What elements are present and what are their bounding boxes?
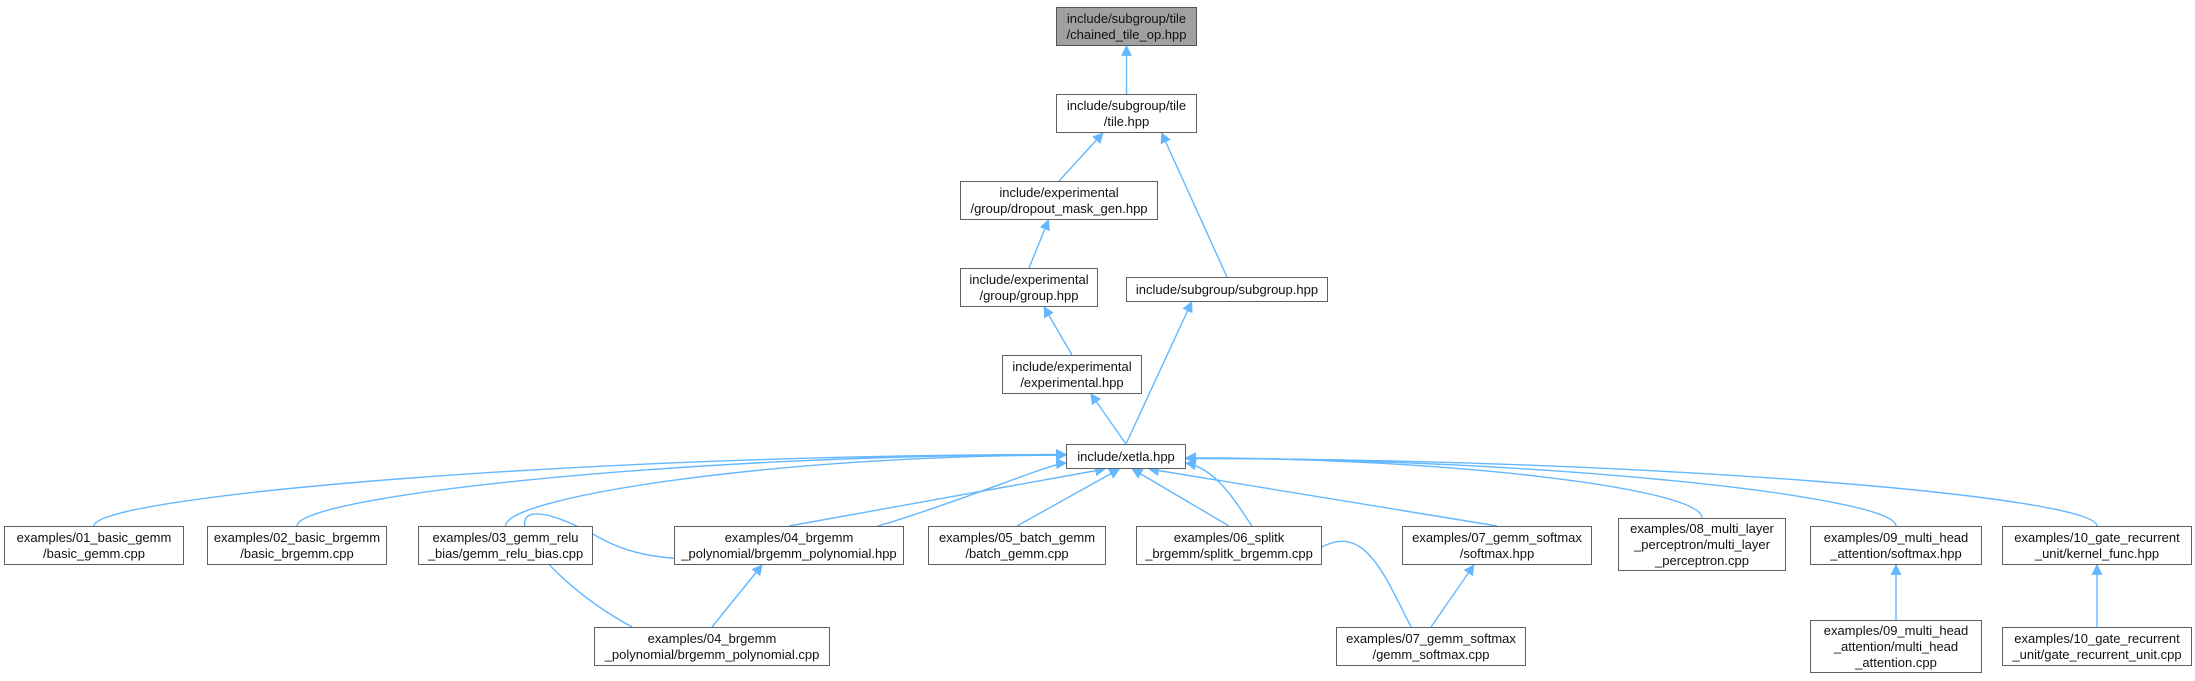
node-gemm-relu-bias[interactable]: examples/03_gemm_relu _bias/gemm_relu_bi… xyxy=(418,526,593,565)
node-label: examples/01_basic_gemm /basic_gemm.cpp xyxy=(16,529,172,561)
edge-ex04h-to-xetla xyxy=(788,465,1107,527)
node-gemm-softmax-cpp[interactable]: examples/07_gemm_softmax /gemm_softmax.c… xyxy=(1336,627,1526,666)
node-dropout-mask-gen[interactable]: include/experimental /group/dropout_mask… xyxy=(960,181,1158,220)
node-multi-head-attention-cpp[interactable]: examples/09_multi_head _attention/multi_… xyxy=(1810,620,1982,673)
node-basic-gemm[interactable]: examples/01_basic_gemm /basic_gemm.cpp xyxy=(4,526,184,565)
edge-ex02-to-xetla xyxy=(296,449,1068,527)
edge-ex05-to-xetla xyxy=(1016,468,1121,527)
node-xetla[interactable]: include/xetla.hpp xyxy=(1066,444,1186,469)
node-label: examples/07_gemm_softmax /softmax.hpp xyxy=(1412,529,1582,561)
node-label: examples/04_brgemm _polynomial/brgemm_po… xyxy=(681,529,897,561)
node-splitk-brgemm[interactable]: examples/06_splitk _brgemm/splitk_brgemm… xyxy=(1136,526,1322,565)
edge-dropout_mask_gen-to-tile xyxy=(1058,132,1104,182)
node-gate-recurrent-kernel-func[interactable]: examples/10_gate_recurrent _unit/kernel_… xyxy=(2002,526,2192,565)
node-label: include/xetla.hpp xyxy=(1077,448,1175,464)
node-label: include/experimental /group/group.hpp xyxy=(969,271,1089,303)
node-label: examples/09_multi_head _attention/softma… xyxy=(1823,529,1969,561)
node-label: include/experimental /group/dropout_mask… xyxy=(970,184,1148,216)
edge-ex10h-to-xetla xyxy=(1184,453,2098,527)
edge-group-to-dropout_mask_gen xyxy=(1028,218,1050,269)
node-label: examples/05_batch_gemm /batch_gemm.cpp xyxy=(938,529,1096,561)
edge-ex03-to-xetla xyxy=(504,449,1068,527)
node-label: examples/09_multi_head _attention/multi_… xyxy=(1823,622,1969,670)
node-brgemm-polynomial-cpp[interactable]: examples/04_brgemm _polynomial/brgemm_po… xyxy=(594,627,830,666)
node-label: examples/07_gemm_softmax /gemm_softmax.c… xyxy=(1346,630,1516,662)
node-group[interactable]: include/experimental /group/group.hpp xyxy=(960,268,1098,307)
node-batch-gemm[interactable]: examples/05_batch_gemm /batch_gemm.cpp xyxy=(928,526,1106,565)
node-label: examples/02_basic_brgemm /basic_brgemm.c… xyxy=(213,529,381,561)
edge-ex06-to-xetla xyxy=(1131,468,1230,527)
node-label: examples/04_brgemm _polynomial/brgemm_po… xyxy=(604,630,820,662)
edge-experimental-to-group xyxy=(1043,306,1073,356)
node-label: examples/10_gate_recurrent _unit/gate_re… xyxy=(2012,630,2182,662)
node-basic-brgemm[interactable]: examples/02_basic_brgemm /basic_brgemm.c… xyxy=(207,526,387,565)
node-label: examples/10_gate_recurrent _unit/kernel_… xyxy=(2014,529,2180,561)
node-experimental[interactable]: include/experimental /experimental.hpp xyxy=(1002,355,1142,394)
node-label: examples/08_multi_layer _perceptron/mult… xyxy=(1630,520,1774,568)
edge-ex01-to-xetla xyxy=(93,449,1068,527)
node-label: include/subgroup/subgroup.hpp xyxy=(1135,281,1319,297)
edge-ex07h-to-xetla xyxy=(1147,465,1498,527)
node-label: include/subgroup/tile /tile.hpp xyxy=(1066,97,1187,129)
node-label: include/subgroup/tile /chained_tile_op.h… xyxy=(1066,10,1187,42)
edge-ex07c-to-ex07h xyxy=(1430,564,1475,628)
node-multi-head-attention-softmax[interactable]: examples/09_multi_head _attention/softma… xyxy=(1810,526,1982,565)
edge-subgroup-to-tile xyxy=(1160,131,1228,278)
node-brgemm-polynomial-hpp[interactable]: examples/04_brgemm _polynomial/brgemm_po… xyxy=(674,526,904,565)
edge-xetla-to-experimental xyxy=(1090,393,1127,445)
edge-ex04c-to-ex04h xyxy=(711,564,763,628)
node-subgroup[interactable]: include/subgroup/subgroup.hpp xyxy=(1126,277,1328,302)
node-gate-recurrent-unit-cpp[interactable]: examples/10_gate_recurrent _unit/gate_re… xyxy=(2002,627,2192,666)
edge-xetla-to-subgroup xyxy=(1125,301,1193,445)
node-gemm-softmax-hpp[interactable]: examples/07_gemm_softmax /softmax.hpp xyxy=(1402,526,1592,565)
node-multi-layer-perceptron[interactable]: examples/08_multi_layer _perceptron/mult… xyxy=(1618,518,1786,571)
node-label: examples/06_splitk _brgemm/splitk_brgemm… xyxy=(1145,529,1313,561)
node-label: examples/03_gemm_relu _bias/gemm_relu_bi… xyxy=(427,529,584,561)
node-tile[interactable]: include/subgroup/tile /tile.hpp xyxy=(1056,94,1197,133)
node-label: include/experimental /experimental.hpp xyxy=(1012,358,1132,390)
node-chained-tile-op: include/subgroup/tile /chained_tile_op.h… xyxy=(1056,7,1197,46)
